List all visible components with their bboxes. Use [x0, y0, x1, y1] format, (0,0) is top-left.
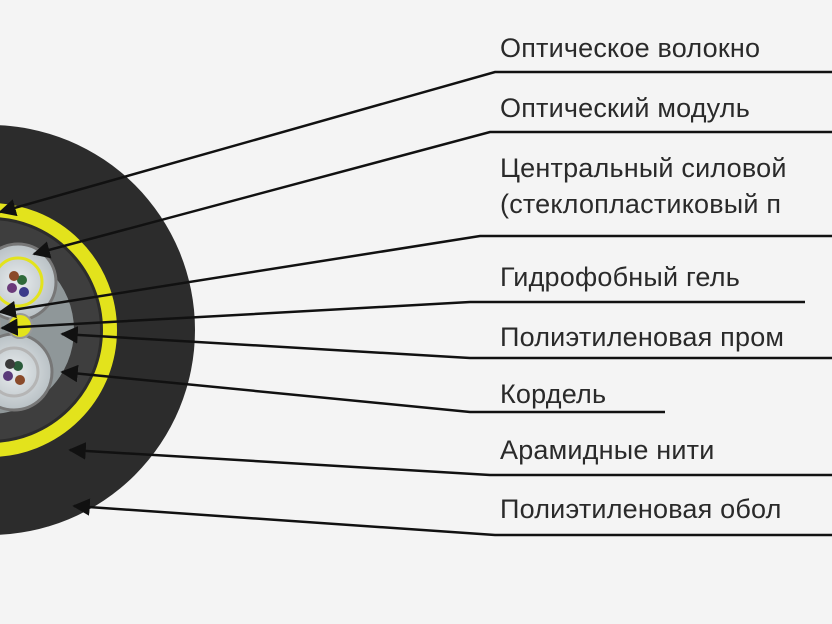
label-central-strength-member: Центральный силовой (стеклопластиковый п — [500, 150, 787, 222]
label-central-line-2: (стеклопластиковый п — [500, 189, 782, 219]
leader-line-outer-sheath — [72, 498, 832, 537]
leader-line-gel — [0, 300, 805, 336]
leader-line-aramid — [68, 442, 832, 477]
leader-line-core — [0, 234, 832, 319]
label-optical-fiber: Оптическое волокно — [500, 33, 761, 63]
label-central-line-1: Центральный силовой — [500, 153, 787, 183]
leader-lines — [0, 70, 832, 537]
label-hydrophobic-gel: Гидрофобный гель — [500, 262, 740, 292]
label-inner-sheath: Полиэтиленовая пром — [500, 322, 785, 352]
label-aramid-yarn: Арамидные нити — [500, 435, 715, 465]
label-cordel: Кордель — [500, 379, 607, 409]
aramid-ring-shape — [0, 203, 117, 457]
leader-line-fiber — [0, 70, 832, 217]
leader-line-inner-sheath — [60, 326, 832, 360]
label-outer-sheath: Полиэтиленовая обол — [500, 494, 782, 524]
label-optical-module: Оптический модуль — [500, 93, 750, 123]
optical-module-bottom — [0, 332, 54, 412]
leader-line-cordel — [60, 364, 665, 414]
leader-line-module — [32, 130, 832, 259]
